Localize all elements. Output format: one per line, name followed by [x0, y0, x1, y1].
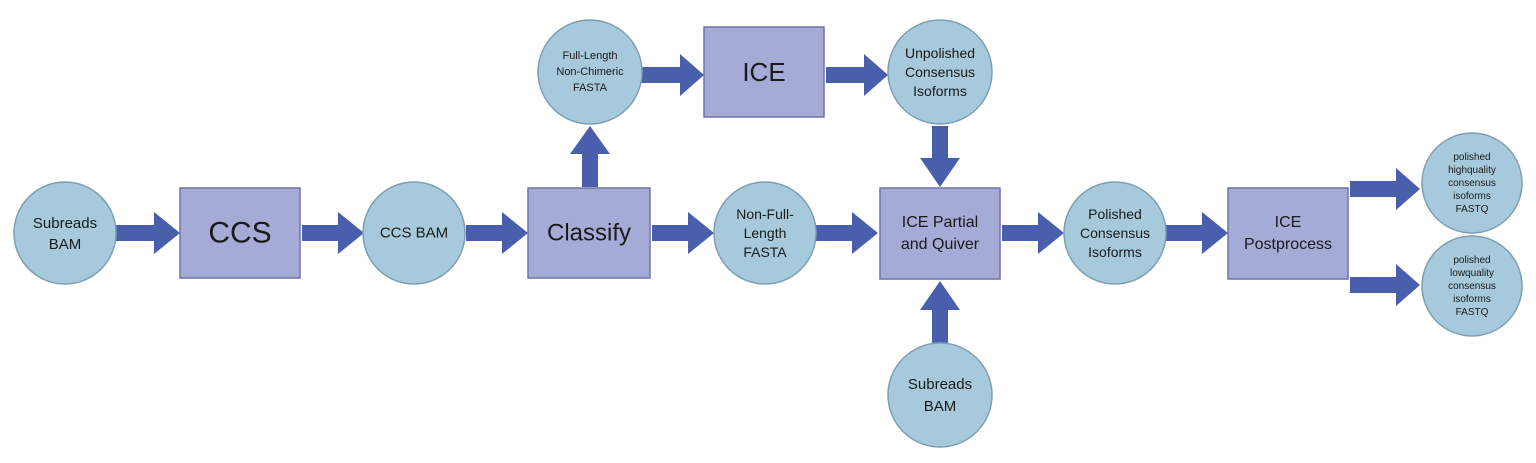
node-classify: Classify	[527, 187, 651, 279]
arrow-classify-up-to-fl	[570, 126, 610, 187]
svg-text:Classify: Classify	[547, 220, 631, 247]
arrow-postprocess-to-lq	[1350, 264, 1420, 306]
svg-text:CCS BAM: CCS BAM	[380, 225, 448, 242]
node-ccs-bam: CCS BAM	[362, 181, 466, 285]
arrow-icepartial-to-polished	[1002, 212, 1064, 254]
arrow-ice-to-unpolished	[826, 54, 888, 96]
svg-text:CCS: CCS	[208, 217, 271, 250]
arrow-ccsbam-to-classify	[466, 212, 528, 254]
node-ice: ICE	[703, 26, 825, 118]
node-ccs: CCS	[179, 187, 301, 279]
arrow-polished-to-postprocess	[1166, 212, 1228, 254]
arrows	[116, 54, 1420, 343]
svg-text:ICE: ICE	[742, 57, 785, 87]
arrow-classify-to-nonfl	[652, 212, 714, 254]
arrow-subreads-up-to-icepartial	[920, 281, 960, 343]
arrow-ccs-to-ccsbam	[302, 212, 364, 254]
arrow-nonfl-to-icepartial	[816, 212, 878, 254]
arrow-postprocess-to-hq	[1350, 168, 1420, 210]
arrow-unpolished-down-to-icepartial	[920, 126, 960, 187]
arrow-fl-to-ice	[640, 54, 704, 96]
arrow-subreads-to-ccs	[116, 212, 180, 254]
